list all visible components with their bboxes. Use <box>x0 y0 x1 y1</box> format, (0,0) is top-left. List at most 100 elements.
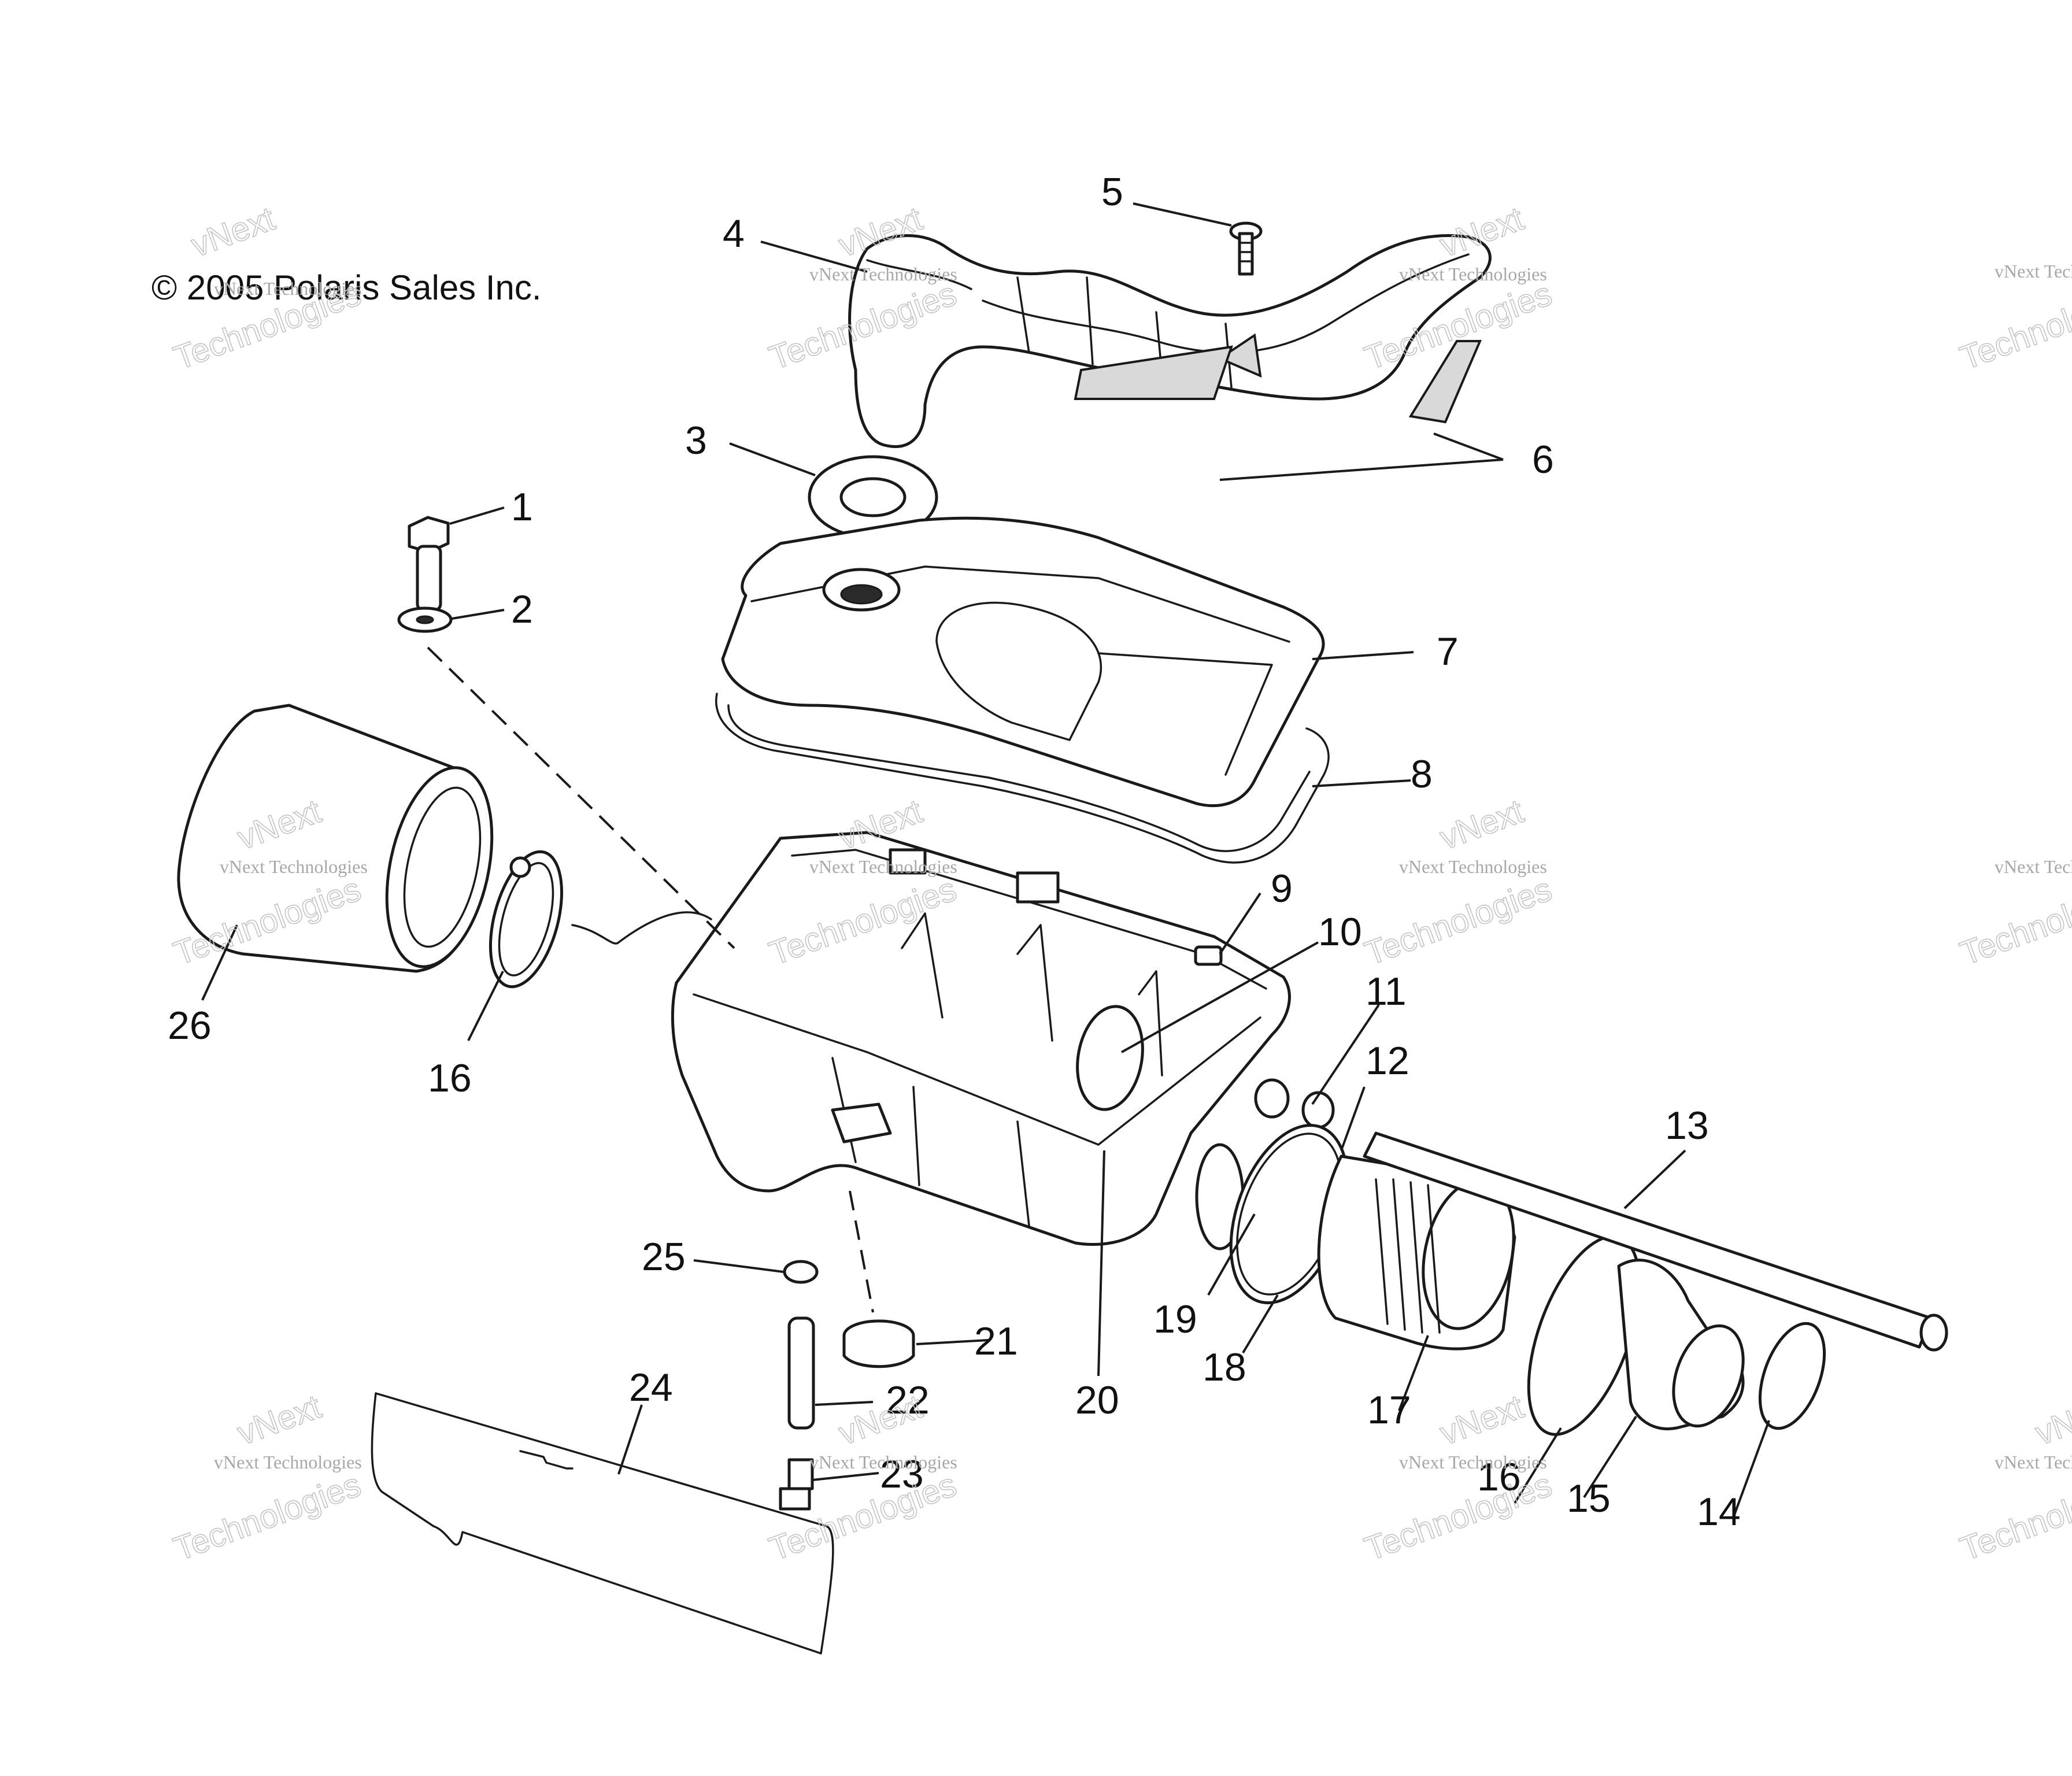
leader-3 <box>729 442 816 476</box>
watermark-top: vNext <box>1435 792 1529 857</box>
part-4-intake-duct <box>848 234 1492 448</box>
part-2-washer <box>397 606 453 633</box>
watermark-top: vNext <box>232 1388 326 1452</box>
watermark-big: Technologies <box>1360 1466 1556 1568</box>
watermark-big: Technologies <box>1955 275 2072 377</box>
callout-10: 10 <box>1318 910 1362 954</box>
install-line-bolt <box>427 646 735 949</box>
callout-8: 8 <box>1411 752 1433 796</box>
leader-10 <box>1121 941 1319 1053</box>
callout-15: 15 <box>1567 1477 1611 1520</box>
part-17-outlet-adapter <box>1317 1155 1516 1350</box>
leader-18 <box>1242 1294 1279 1354</box>
leader-13 <box>1623 1149 1686 1209</box>
part-21-spacer <box>842 1319 915 1368</box>
part-7-airbox-cover <box>721 516 1325 808</box>
callout-21: 21 <box>974 1319 1018 1363</box>
part-13-tube <box>1363 1131 1948 1352</box>
leader-16a <box>467 971 504 1041</box>
callout-3: 3 <box>685 419 707 462</box>
callout-6: 6 <box>1532 438 1554 482</box>
leader-14 <box>1733 1420 1770 1515</box>
part-22-drain-hose <box>787 1316 815 1430</box>
copyright-text: © 2005 Polaris Sales Inc. <box>151 268 542 307</box>
watermark-small: vNext Technologies <box>1399 1452 1547 1472</box>
watermark-small: vNext Technologies <box>809 264 957 284</box>
watermark-small: vNext Technologies <box>1399 856 1547 877</box>
part-1-bolt <box>408 516 450 612</box>
callout-4: 4 <box>723 212 745 256</box>
leader-15 <box>1583 1415 1637 1498</box>
watermark-small: vNext Technologies <box>214 278 362 299</box>
leader-5 <box>1133 202 1232 227</box>
leader-2 <box>452 609 505 620</box>
callout-9: 9 <box>1271 867 1293 911</box>
part-6-foam-pads <box>1074 340 1482 424</box>
callout-23: 23 <box>880 1452 924 1496</box>
leader-9 <box>1219 892 1261 955</box>
leader-12 <box>1340 1086 1366 1151</box>
leader-1 <box>449 506 505 525</box>
watermark-top: vNext <box>1435 1388 1529 1452</box>
callout-5: 5 <box>1101 170 1123 214</box>
part-11-grommet <box>1254 1078 1335 1129</box>
leader-21 <box>916 1339 989 1345</box>
callout-16-right: 16 <box>1477 1455 1521 1499</box>
callout-14: 14 <box>1697 1490 1741 1534</box>
callout-18: 18 <box>1202 1345 1246 1389</box>
leader-24 <box>617 1404 643 1475</box>
callout-2: 2 <box>511 587 533 631</box>
part-26-air-filter <box>177 704 494 973</box>
install-line-spacer <box>849 1190 874 1313</box>
leader-23 <box>812 1472 879 1481</box>
leader-19 <box>1207 1213 1256 1296</box>
watermark-small: vNext Technologies <box>214 1452 362 1472</box>
callout-11: 11 <box>1366 970 1407 1013</box>
watermark-small: vNext Technologies <box>1995 856 2072 877</box>
part-23-valve <box>779 1458 814 1511</box>
leader-4 <box>760 240 868 273</box>
part-24-heat-shield <box>371 1392 834 1655</box>
leader-26 <box>201 924 238 1001</box>
part-8-gasket <box>715 693 1330 864</box>
watermark-big: Technologies <box>1955 1466 2072 1568</box>
callout-26: 26 <box>168 1004 212 1048</box>
watermark-big: Technologies <box>1360 870 1556 972</box>
leader-25 <box>693 1259 784 1273</box>
leader-6a <box>1433 432 1504 461</box>
leader-6b <box>1219 458 1504 481</box>
callout-19: 19 <box>1153 1297 1197 1341</box>
leader-17 <box>1398 1335 1429 1411</box>
watermark-small: vNext Technologies <box>1399 264 1547 284</box>
part-20-airbox <box>671 831 1291 1250</box>
watermark-big: Technologies <box>169 1466 365 1568</box>
callout-7: 7 <box>1437 630 1459 674</box>
watermark-small: vNext Technologies <box>809 856 957 877</box>
callout-1: 1 <box>511 485 533 529</box>
leader-20 <box>1097 1150 1105 1377</box>
clamp-connector <box>571 911 712 945</box>
watermark-top: vNext <box>186 199 280 264</box>
leader-22 <box>815 1401 874 1406</box>
callout-12: 12 <box>1366 1039 1409 1083</box>
callout-20: 20 <box>1075 1378 1119 1422</box>
callout-25: 25 <box>642 1235 686 1279</box>
part-25-clamp <box>783 1260 819 1284</box>
leader-11 <box>1311 1004 1380 1105</box>
part-5-screw <box>1229 221 1263 276</box>
watermark-top: vNext <box>834 1388 927 1452</box>
callout-22: 22 <box>886 1378 930 1422</box>
part-16-clamp-left <box>489 850 564 989</box>
callout-16-left: 16 <box>428 1056 472 1100</box>
watermark-small: vNext Technologies <box>1995 261 2072 282</box>
watermark-small: vNext Technologies <box>220 856 368 877</box>
leader-8 <box>1312 779 1411 787</box>
callout-24: 24 <box>629 1366 673 1409</box>
part-15-boot <box>1617 1259 1745 1431</box>
leader-7 <box>1312 651 1414 660</box>
leader-16b <box>1514 1427 1562 1504</box>
callout-13: 13 <box>1665 1104 1709 1148</box>
part-3-grommet <box>808 455 938 539</box>
callout-17: 17 <box>1367 1388 1411 1432</box>
